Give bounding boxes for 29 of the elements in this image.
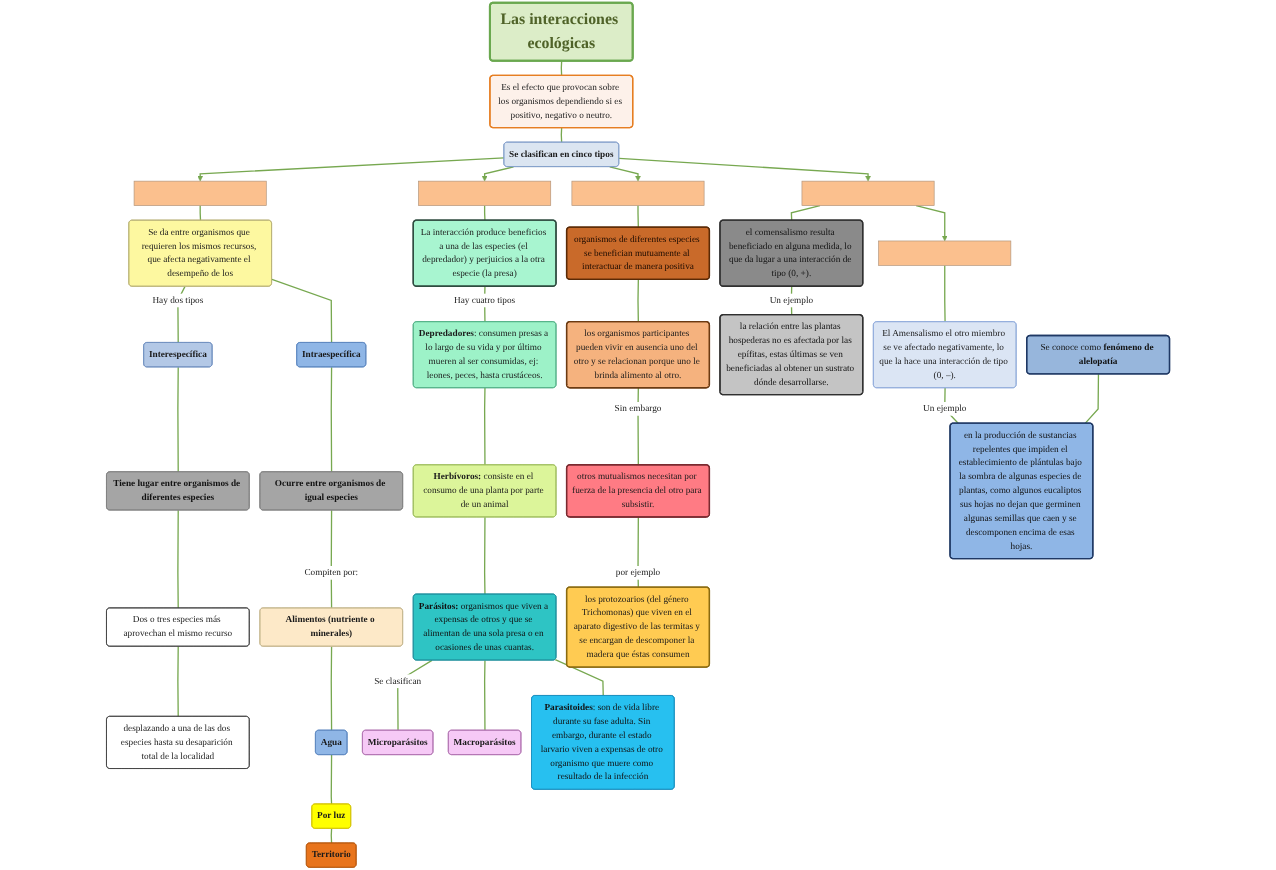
node-box: [801, 180, 935, 206]
connector: [554, 658, 604, 697]
connector: [483, 516, 486, 595]
arrow: [609, 166, 641, 182]
connector: [637, 516, 639, 589]
arrow: [197, 157, 505, 182]
arrow: [481, 166, 515, 182]
connector: [637, 387, 639, 466]
connector: [177, 509, 179, 609]
connector: [790, 204, 821, 222]
connector: [637, 204, 639, 229]
connector: [1084, 373, 1100, 425]
connector: [637, 278, 639, 323]
connector: [944, 264, 946, 323]
arrow: [618, 157, 871, 182]
connector: [483, 659, 486, 732]
connector: [790, 285, 793, 316]
connector: [177, 645, 179, 718]
connector: [330, 509, 333, 609]
connector: [330, 366, 333, 473]
connector: [483, 387, 486, 466]
node-box: [133, 180, 267, 206]
connector: [330, 754, 333, 805]
node-box: [571, 180, 705, 206]
arrow: [915, 204, 948, 242]
node-box: [418, 180, 552, 206]
node-box: [878, 240, 1012, 266]
connector: [330, 645, 333, 732]
connector: [177, 366, 179, 473]
